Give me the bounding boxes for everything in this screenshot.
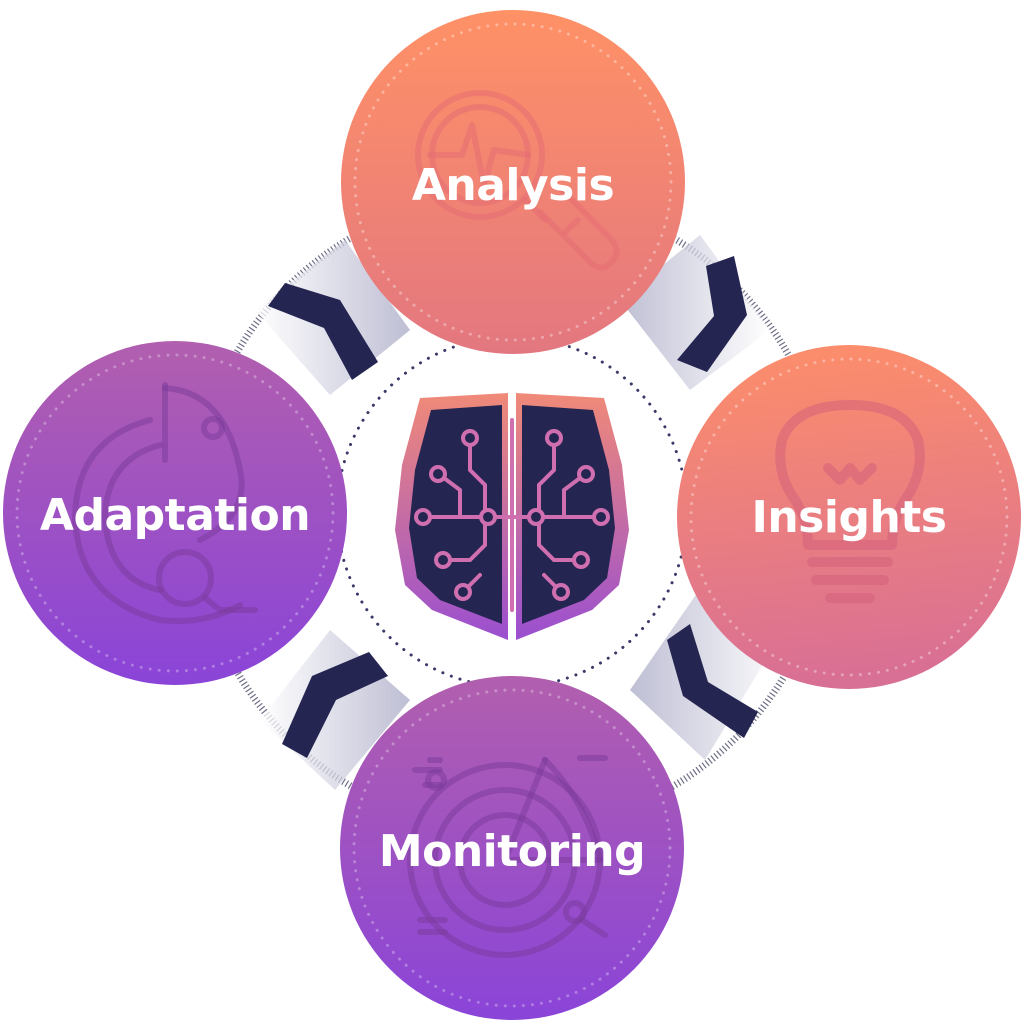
node-adaptation: Adaptation [3, 341, 347, 685]
arrow-monitoring-to-adaptation-icon [282, 652, 388, 758]
spiral-cycle-icon [71, 382, 258, 624]
node-label-insights: Insights [751, 492, 946, 543]
node-insights: Insights [677, 345, 1021, 689]
arrow-insights-to-monitoring-icon [667, 624, 758, 738]
node-label-analysis: Analysis [412, 160, 614, 211]
node-label-adaptation: Adaptation [40, 490, 310, 541]
magnifier-pulse-icon [415, 90, 620, 271]
radar-icon [407, 755, 608, 958]
node-monitoring: Monitoring [340, 676, 684, 1020]
node-label-monitoring: Monitoring [379, 826, 645, 877]
arrow-adaptation-to-analysis-icon [268, 283, 378, 380]
arrow-analysis-to-insights-icon [677, 256, 747, 372]
brain-circuit-icon [395, 393, 629, 640]
lightbulb-icon [775, 400, 925, 603]
node-analysis: Analysis [341, 10, 685, 354]
cycle-arrows [268, 256, 758, 758]
